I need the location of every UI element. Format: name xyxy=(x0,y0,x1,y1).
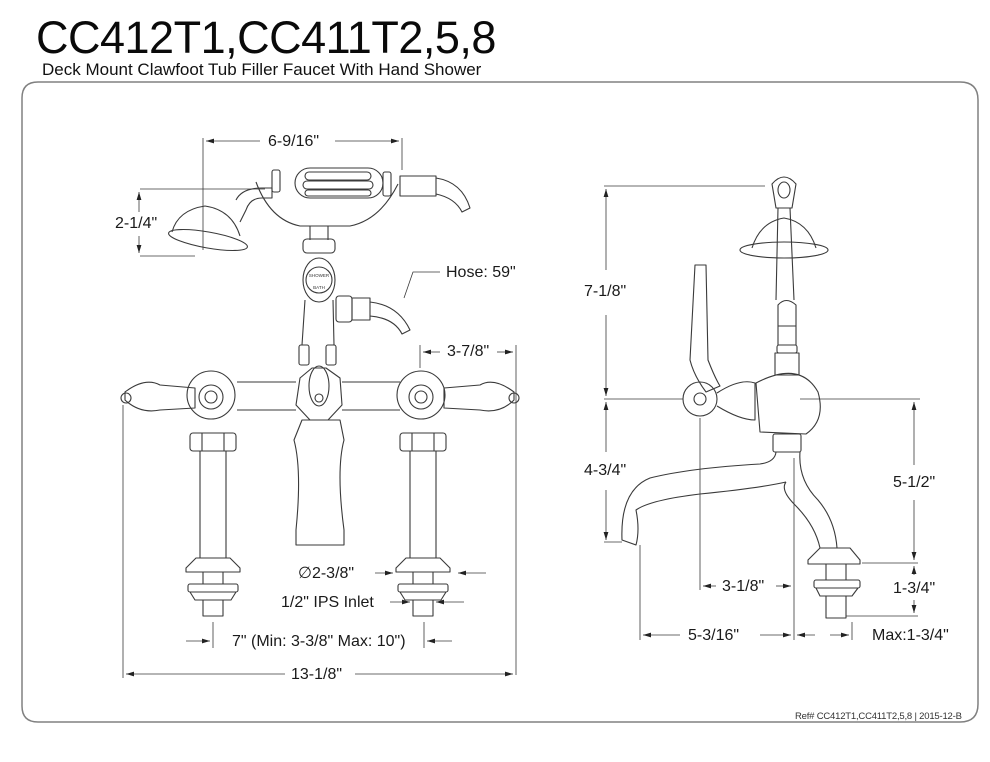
page-title: CC412T1,CC411T2,5,8 xyxy=(36,12,496,63)
dim-overall-width: 13-1/8" xyxy=(291,666,343,683)
dim-centers: 7" (Min: 3-3/8" Max: 10") xyxy=(232,633,406,650)
page-subtitle: Deck Mount Clawfoot Tub Filler Faucet Wi… xyxy=(42,60,482,79)
dim-shank-length: 1-3/4" xyxy=(893,580,936,597)
dim-spout-offset: 3-1/8" xyxy=(722,578,765,595)
svg-text:SHOWER: SHOWER xyxy=(309,273,330,278)
dim-upper-height: 7-1/8" xyxy=(584,283,627,300)
svg-text:BATH: BATH xyxy=(313,285,325,290)
dim-handle-reach: 3-7/8" xyxy=(447,343,490,360)
dim-handshower-height: 2-1/4" xyxy=(115,215,158,232)
hose-length-label: Hose: 59" xyxy=(446,264,516,281)
dim-max-deck: Max:1-3/4" xyxy=(872,627,949,644)
dim-flange-diameter: ∅2-3/8" xyxy=(298,565,355,582)
dim-spout-drop: 4-3/4" xyxy=(584,462,627,479)
inlet-label: 1/2" IPS Inlet xyxy=(281,594,374,611)
dim-handshower-width: 6-9/16" xyxy=(268,133,320,150)
dim-body-height: 5-1/2" xyxy=(893,474,936,491)
dim-spout-reach: 5-3/16" xyxy=(688,627,740,644)
reference-code: Ref# CC412T1,CC411T2,5,8 | 2015-12-B xyxy=(795,711,962,722)
